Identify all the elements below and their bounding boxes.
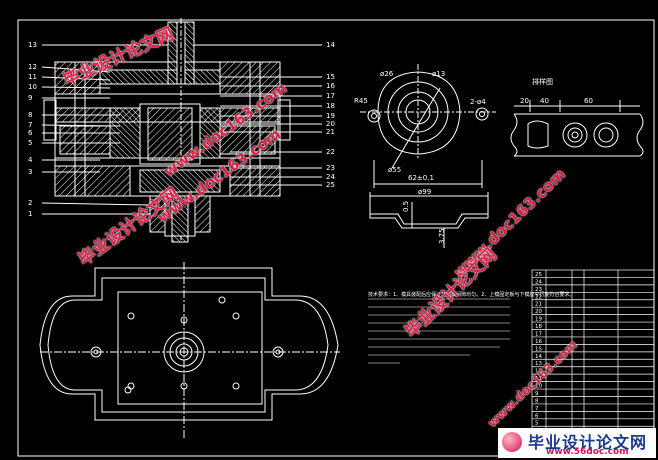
part-number-left: 3: [28, 168, 32, 176]
part-number-right: 22: [326, 148, 335, 156]
part-number-left: 2: [28, 199, 32, 207]
footer-url: www.56doc.com: [546, 447, 629, 457]
technical-notes: 技术要求：1、模具装配后应保证凸凹模间隙均匀。2、上模固定板与下模座平行度符合要…: [368, 291, 574, 298]
part-number-left: 1: [28, 210, 32, 218]
parts-table-row-number: 19: [535, 317, 542, 323]
part-number-left: 6: [28, 129, 33, 137]
parts-table-row-number: 8: [535, 398, 539, 404]
parts-table-row-number: 7: [535, 406, 539, 412]
dim-d13: ø13: [432, 70, 445, 78]
part-number-right: 16: [326, 82, 335, 90]
notes-block: [368, 298, 510, 364]
dim-3-75: 3.75: [438, 228, 446, 244]
strip-layout: [510, 100, 644, 157]
parts-table-row-number: 18: [535, 324, 542, 330]
parts-table-row-number: 16: [535, 339, 542, 345]
die-assembly-section: [41, 18, 322, 243]
footer-title: 毕业设计论文网: [528, 433, 648, 452]
parts-table-row-number: 24: [535, 279, 542, 285]
part-number-right: 24: [326, 173, 335, 181]
part-number-left: 13: [28, 41, 37, 49]
part-number-left: 9: [28, 94, 32, 102]
part-number-left: 4: [28, 156, 33, 164]
dim-d99: ø99: [418, 188, 431, 196]
strip-dim-20: 20: [520, 97, 529, 105]
parts-table-row-number: 14: [535, 354, 542, 360]
part-number-right: 15: [326, 73, 335, 81]
parts-table-row-number: 15: [535, 346, 542, 352]
parts-table-row-number: 6: [535, 413, 539, 419]
part-number-left: 11: [28, 73, 37, 81]
dim-0-5: 0.5: [402, 201, 410, 212]
parts-table-row-number: 10: [535, 384, 542, 390]
parts-table-row-number: 17: [535, 331, 542, 337]
part-number-left: 10: [28, 83, 37, 91]
part-top-view: [360, 64, 496, 188]
strip-dim-60: 60: [584, 97, 593, 105]
dim-d55: ø55: [388, 166, 401, 174]
part-number-right: 19: [326, 112, 335, 120]
parts-table-row-number: 22: [535, 294, 542, 300]
part-number-right: 23: [326, 164, 335, 172]
part-number-right: 17: [326, 92, 335, 100]
part-number-left: 7: [28, 121, 32, 129]
part-number-right: 18: [326, 102, 335, 110]
part-number-left: 12: [28, 63, 37, 71]
parts-table-row-number: 20: [535, 309, 542, 315]
parts-table-row-number: 13: [535, 361, 542, 367]
part-side-view: [369, 192, 489, 248]
dim-r45: R45: [354, 97, 368, 105]
drawing-border: [17, 19, 655, 457]
die-plan-view: [39, 262, 340, 440]
strip-title: 排样图: [532, 77, 553, 86]
footer-logo[interactable]: 毕业设计论文网 www.56doc.com: [498, 428, 656, 458]
strip-dim-40: 40: [540, 97, 549, 105]
part-number-right: 20: [326, 120, 335, 128]
part-number-left: 5: [28, 139, 32, 147]
parts-table-row-number: 25: [535, 272, 542, 278]
part-number-right: 25: [326, 181, 335, 189]
part-number-right: 14: [326, 41, 335, 49]
parts-table-row-number: 5: [535, 421, 539, 427]
parts-table-row-number: 12: [535, 369, 542, 375]
parts-table-row-number: 23: [535, 287, 542, 293]
parts-table-row-number: 9: [535, 391, 539, 397]
logo-ball-icon: [502, 432, 522, 452]
parts-table-row-number: 11: [535, 376, 542, 382]
part-number-left: 8: [28, 111, 32, 119]
dim-62: 62±0.1: [408, 174, 434, 182]
dim-2-d4: 2-ø4: [470, 98, 486, 106]
dim-d26: ø26: [380, 70, 394, 78]
parts-table-row-number: 21: [535, 302, 542, 308]
part-number-right: 21: [326, 128, 335, 136]
